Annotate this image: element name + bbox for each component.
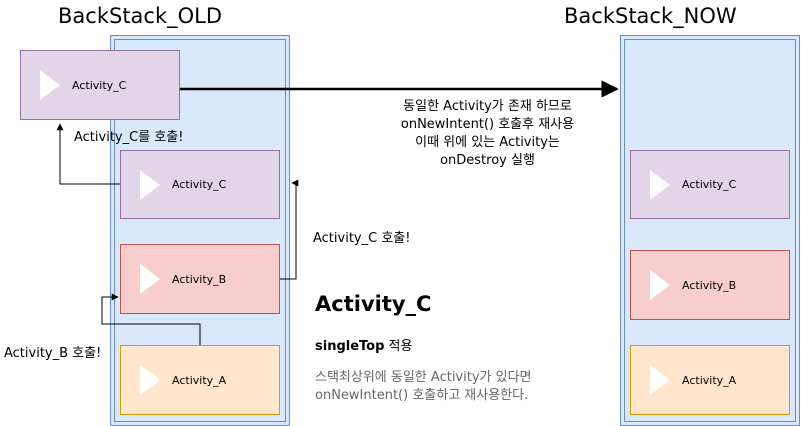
now-activity-c-label: Activity_C <box>682 178 737 191</box>
old-activity-b-box: Activity_B <box>120 244 280 314</box>
call-c-top-arrow <box>56 123 120 185</box>
old-stack-title: BackStack_OLD <box>58 4 223 28</box>
call-c-label: Activity_C 호출! <box>313 231 411 246</box>
call-b-arrow <box>101 293 201 345</box>
play-icon <box>649 363 672 397</box>
info-mode-bold: singleTop <box>315 339 385 354</box>
info-heading: Activity_C <box>315 292 432 316</box>
old-activity-a-box: Activity_A <box>120 345 280 415</box>
play-icon <box>649 268 672 302</box>
incoming-activity-c-box: Activity_C <box>20 50 180 120</box>
incoming-activity-label: Activity_C <box>72 78 127 92</box>
result-line: onNewIntent() 호출후 재사용 <box>400 117 575 132</box>
now-activity-c-box: Activity_C <box>630 150 790 219</box>
info-mode: singleTop 적용 <box>315 335 412 354</box>
now-activity-b-box: Activity_B <box>630 250 790 320</box>
old-activity-c-label: Activity_C <box>172 178 227 191</box>
result-line: 동일한 Activity가 존재 하므로 <box>403 99 572 114</box>
old-activity-c-box: Activity_C <box>120 150 280 219</box>
info-desc-line: 스택최상위에 동일한 Activity가 있다면 <box>315 370 532 385</box>
info-desc-line: onNewIntent() 호출하고 재사용한다. <box>315 388 529 403</box>
play-icon <box>139 262 162 296</box>
now-activity-b-label: Activity_B <box>682 278 737 292</box>
now-activity-a-box: Activity_A <box>630 345 790 415</box>
now-activity-a-label: Activity_A <box>682 373 737 387</box>
play-icon <box>139 167 162 202</box>
now-stack-title: BackStack_NOW <box>564 4 737 28</box>
info-description: 스택최상위에 동일한 Activity가 있다면 onNewIntent() 호… <box>315 369 532 405</box>
old-activity-a-label: Activity_A <box>172 373 227 387</box>
call-c-arrow <box>280 179 299 280</box>
play-icon <box>39 68 62 102</box>
call-b-label: Activity_B 호출! <box>4 346 102 361</box>
play-icon <box>649 167 672 202</box>
result-line: onDestroy 실행 <box>440 153 535 168</box>
old-activity-b-label: Activity_B <box>172 272 227 286</box>
info-mode-rest: 적용 <box>384 339 413 354</box>
play-icon <box>139 363 162 397</box>
result-line: 이때 위에 있는 Activity는 <box>415 135 560 150</box>
result-note: 동일한 Activity가 존재 하므로 onNewIntent() 호출후 재… <box>380 98 595 170</box>
call-c-top-label: Activity_C를 호출! <box>74 130 184 145</box>
